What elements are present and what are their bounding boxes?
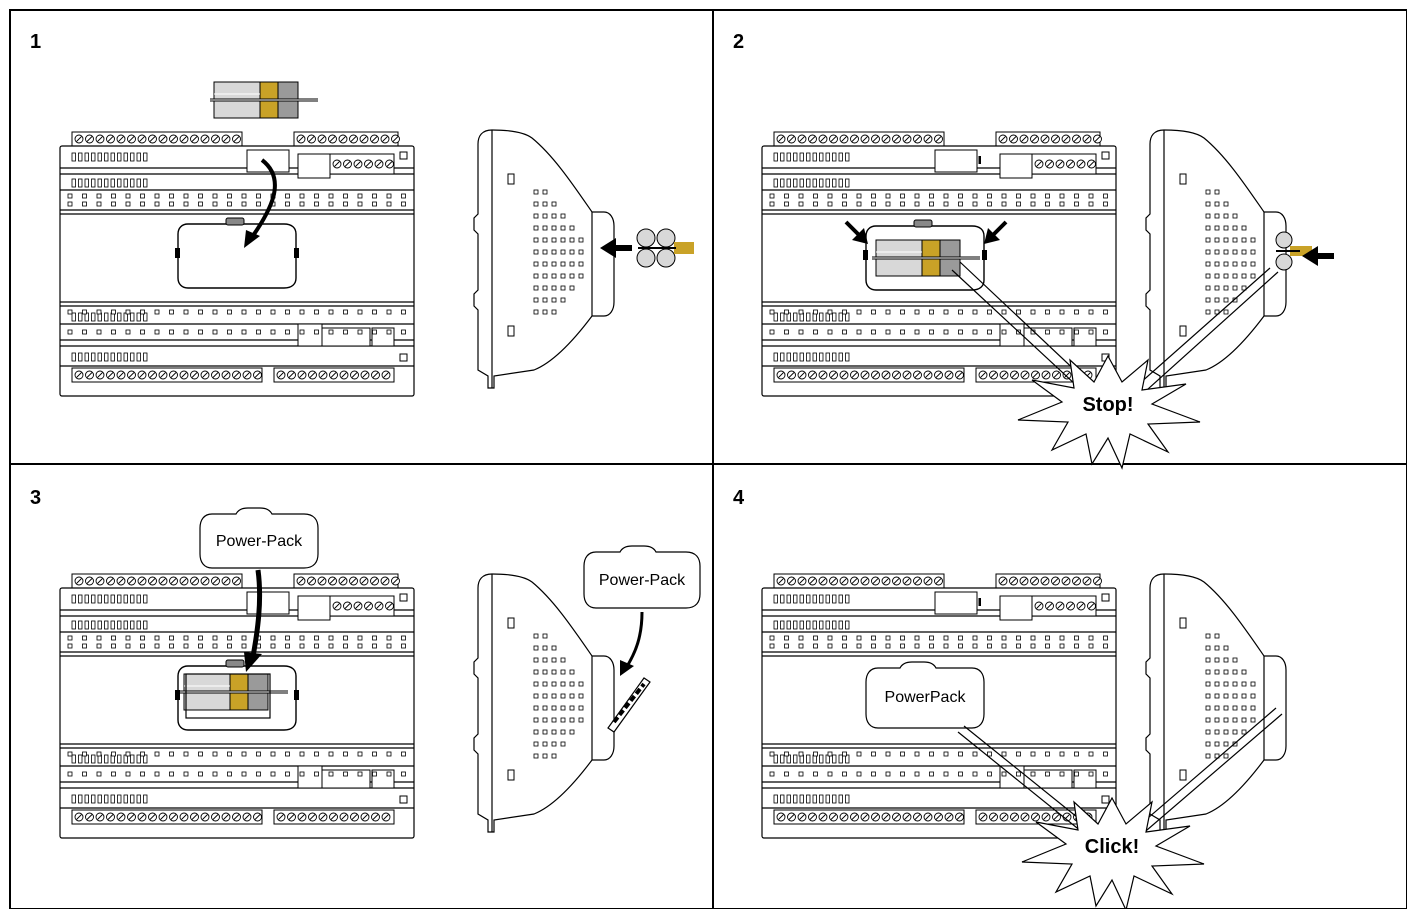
stop-callout: Stop!: [1082, 394, 1133, 416]
battery-side-1: [636, 228, 695, 268]
panel-number-2: 2: [733, 31, 744, 53]
panel-2: Stop!: [761, 129, 1334, 469]
callout-line-4b: [1133, 707, 1277, 831]
panel-number-4: 4: [733, 487, 745, 509]
battery-cap-1: [208, 80, 320, 120]
connector-1: [246, 149, 290, 173]
callout-line-2b: [1129, 267, 1271, 393]
power-pack-installed-4: PowerPack: [865, 661, 985, 729]
battery-side-2: [1275, 231, 1312, 271]
panel-4: PowerPack Click!: [761, 573, 1287, 909]
panel-3: Power-Pack Power-Pack: [59, 507, 701, 839]
power-pack-label-front: Power-Pack: [216, 533, 303, 550]
power-pack-label-side: Power-Pack: [599, 572, 686, 589]
panel-number-3: 3: [30, 487, 41, 509]
controller-side-4: [1145, 573, 1287, 833]
power-pack-label-4: PowerPack: [885, 689, 967, 706]
panel-number-1: 1: [30, 31, 41, 53]
panel-grid: [9, 9, 1407, 909]
controller-side-2: [1145, 129, 1287, 389]
connector-4: [934, 591, 978, 615]
power-pack-front-3: Power-Pack: [199, 507, 319, 569]
battery-slot-1: [174, 217, 300, 289]
controller-side-3: [473, 573, 615, 833]
panel-1: [59, 80, 695, 397]
power-pack-side-3: Power-Pack: [583, 545, 701, 609]
insert-arrow-3-side: [624, 611, 644, 669]
insert-arrow-1: [248, 158, 277, 242]
insert-arrow-3: [249, 569, 263, 663]
connector-3: [246, 591, 290, 615]
click-callout: Click!: [1085, 836, 1139, 858]
controller-side-1: [473, 129, 615, 389]
connector-2: [934, 149, 978, 173]
